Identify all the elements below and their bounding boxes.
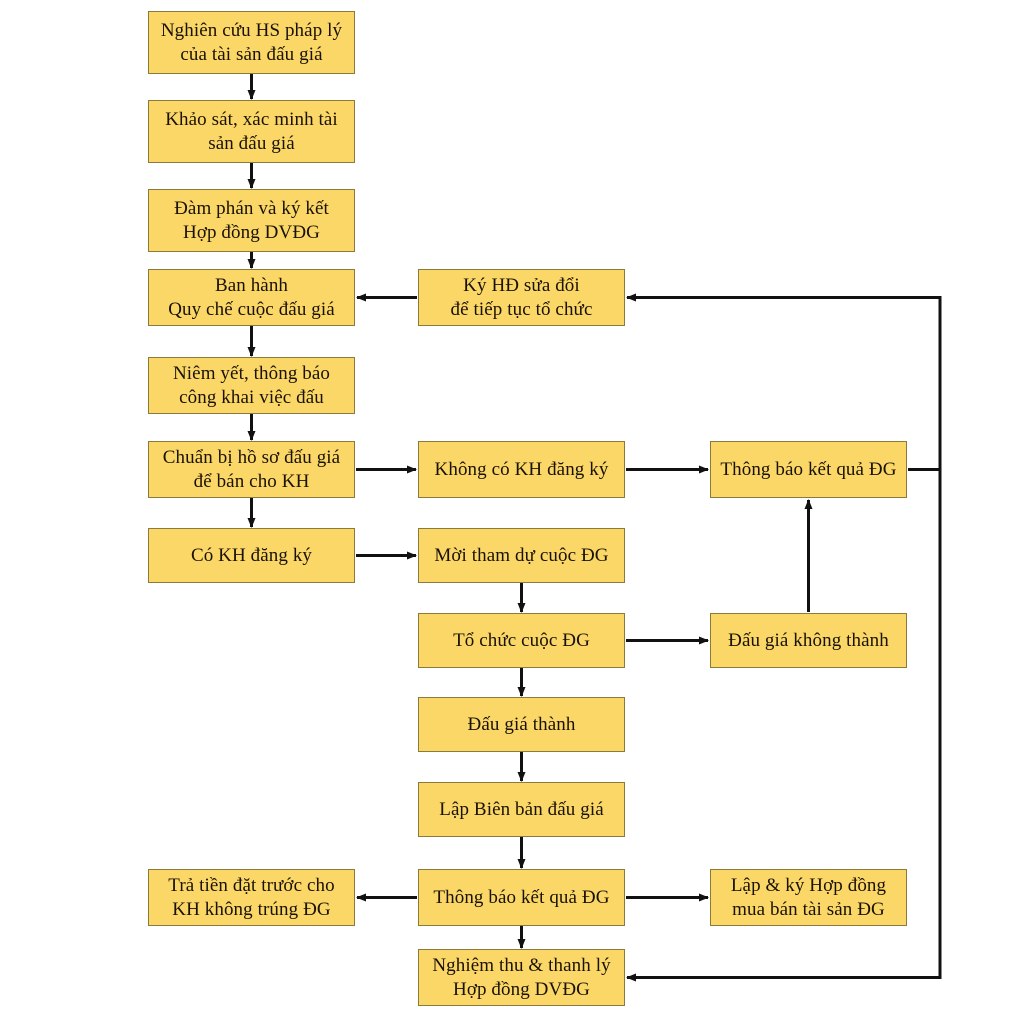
node-chuan-bi-ho-so[interactable]: Chuẩn bị hồ sơ đấu giá để bán cho KH — [148, 441, 355, 498]
node-thong-bao-ket-qua-dg-bottom[interactable]: Thông báo kết quả ĐG — [418, 869, 625, 926]
node-dau-gia-khong-thanh[interactable]: Đấu giá không thành — [710, 613, 907, 668]
node-thong-bao-ket-qua-dg-top[interactable]: Thông báo kết quả ĐG — [710, 441, 907, 498]
node-lap-bien-ban-dau-gia[interactable]: Lập Biên bản đấu giá — [418, 782, 625, 837]
node-tra-tien-dat-truoc[interactable]: Trả tiền đặt trước cho KH không trúng ĐG — [148, 869, 355, 926]
node-dam-phan-va-ky-ket[interactable]: Đàm phán và ký kết Hợp đồng DVĐG — [148, 189, 355, 252]
node-khong-co-kh-dang-ky[interactable]: Không có KH đăng ký — [418, 441, 625, 498]
node-ban-hanh-quy-che[interactable]: Ban hành Quy chế cuộc đấu giá — [148, 269, 355, 326]
node-nghien-cuu-hs-phap-ly[interactable]: Nghiên cứu HS pháp lý của tài sản đấu gi… — [148, 11, 355, 74]
node-khao-sat-xac-minh[interactable]: Khảo sát, xác minh tài sản đấu giá — [148, 100, 355, 163]
node-ky-hd-sua-doi[interactable]: Ký HĐ sửa đổi để tiếp tục tổ chức — [418, 269, 625, 326]
node-lap-ky-hop-dong-mua-ban[interactable]: Lập & ký Hợp đồng mua bán tài sản ĐG — [710, 869, 907, 926]
node-moi-tham-du-cuoc-dg[interactable]: Mời tham dự cuộc ĐG — [418, 528, 625, 583]
node-niem-yet-thong-bao[interactable]: Niêm yết, thông báo công khai việc đấu — [148, 357, 355, 414]
node-nghiem-thu-thanh-ly[interactable]: Nghiệm thu & thanh lý Hợp đồng DVĐG — [418, 949, 625, 1006]
node-co-kh-dang-ky[interactable]: Có KH đăng ký — [148, 528, 355, 583]
node-dau-gia-thanh[interactable]: Đấu giá thành — [418, 697, 625, 752]
node-to-chuc-cuoc-dg[interactable]: Tổ chức cuộc ĐG — [418, 613, 625, 668]
